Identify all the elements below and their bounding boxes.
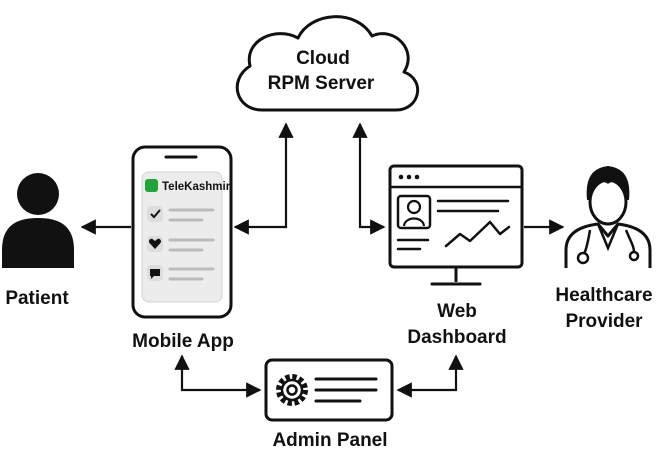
arrow-app-admin — [174, 354, 262, 398]
healthcare-provider-node: Healthcare Provider — [555, 166, 653, 332]
check-icon — [150, 209, 161, 219]
arrow-cloud-dashboard — [352, 122, 386, 235]
arrow-app-cloud — [233, 122, 294, 235]
line-chart-icon — [444, 220, 511, 248]
web-dashboard-node: Web Dashboard — [388, 164, 524, 348]
patient-label: Patient — [5, 288, 69, 309]
cloud-server-node: Cloud RPM Server — [235, 15, 420, 112]
chat-icon — [150, 269, 160, 279]
admin-panel-node: Admin Panel — [264, 358, 394, 451]
doctor-icon — [564, 166, 652, 268]
web-dashboard-label-line1: Web — [437, 301, 477, 322]
cloud-label-line1: Cloud — [296, 48, 350, 69]
cloud-shape — [235, 15, 420, 112]
app-brand-label: TeleKashmir — [162, 181, 231, 193]
arrow-admin-dashboard — [396, 354, 464, 398]
provider-label-line2: Provider — [565, 311, 643, 332]
gear-icon — [276, 374, 308, 406]
mobile-app-node: TeleKashmir Mobile App — [131, 145, 234, 352]
phone-icon: TeleKashmir — [131, 145, 233, 319]
admin-panel-label: Admin Panel — [272, 430, 387, 451]
telekashmir-logo-icon — [145, 179, 158, 192]
provider-label-line1: Healthcare — [555, 285, 652, 306]
mobile-app-label: Mobile App — [132, 331, 234, 352]
patient-icon — [2, 173, 74, 268]
monitor-icon — [388, 164, 524, 286]
patient-node: Patient — [2, 173, 74, 309]
heart-icon — [148, 238, 162, 249]
cloud-label-line2: RPM Server — [268, 73, 375, 94]
web-dashboard-label-line2: Dashboard — [407, 327, 506, 348]
